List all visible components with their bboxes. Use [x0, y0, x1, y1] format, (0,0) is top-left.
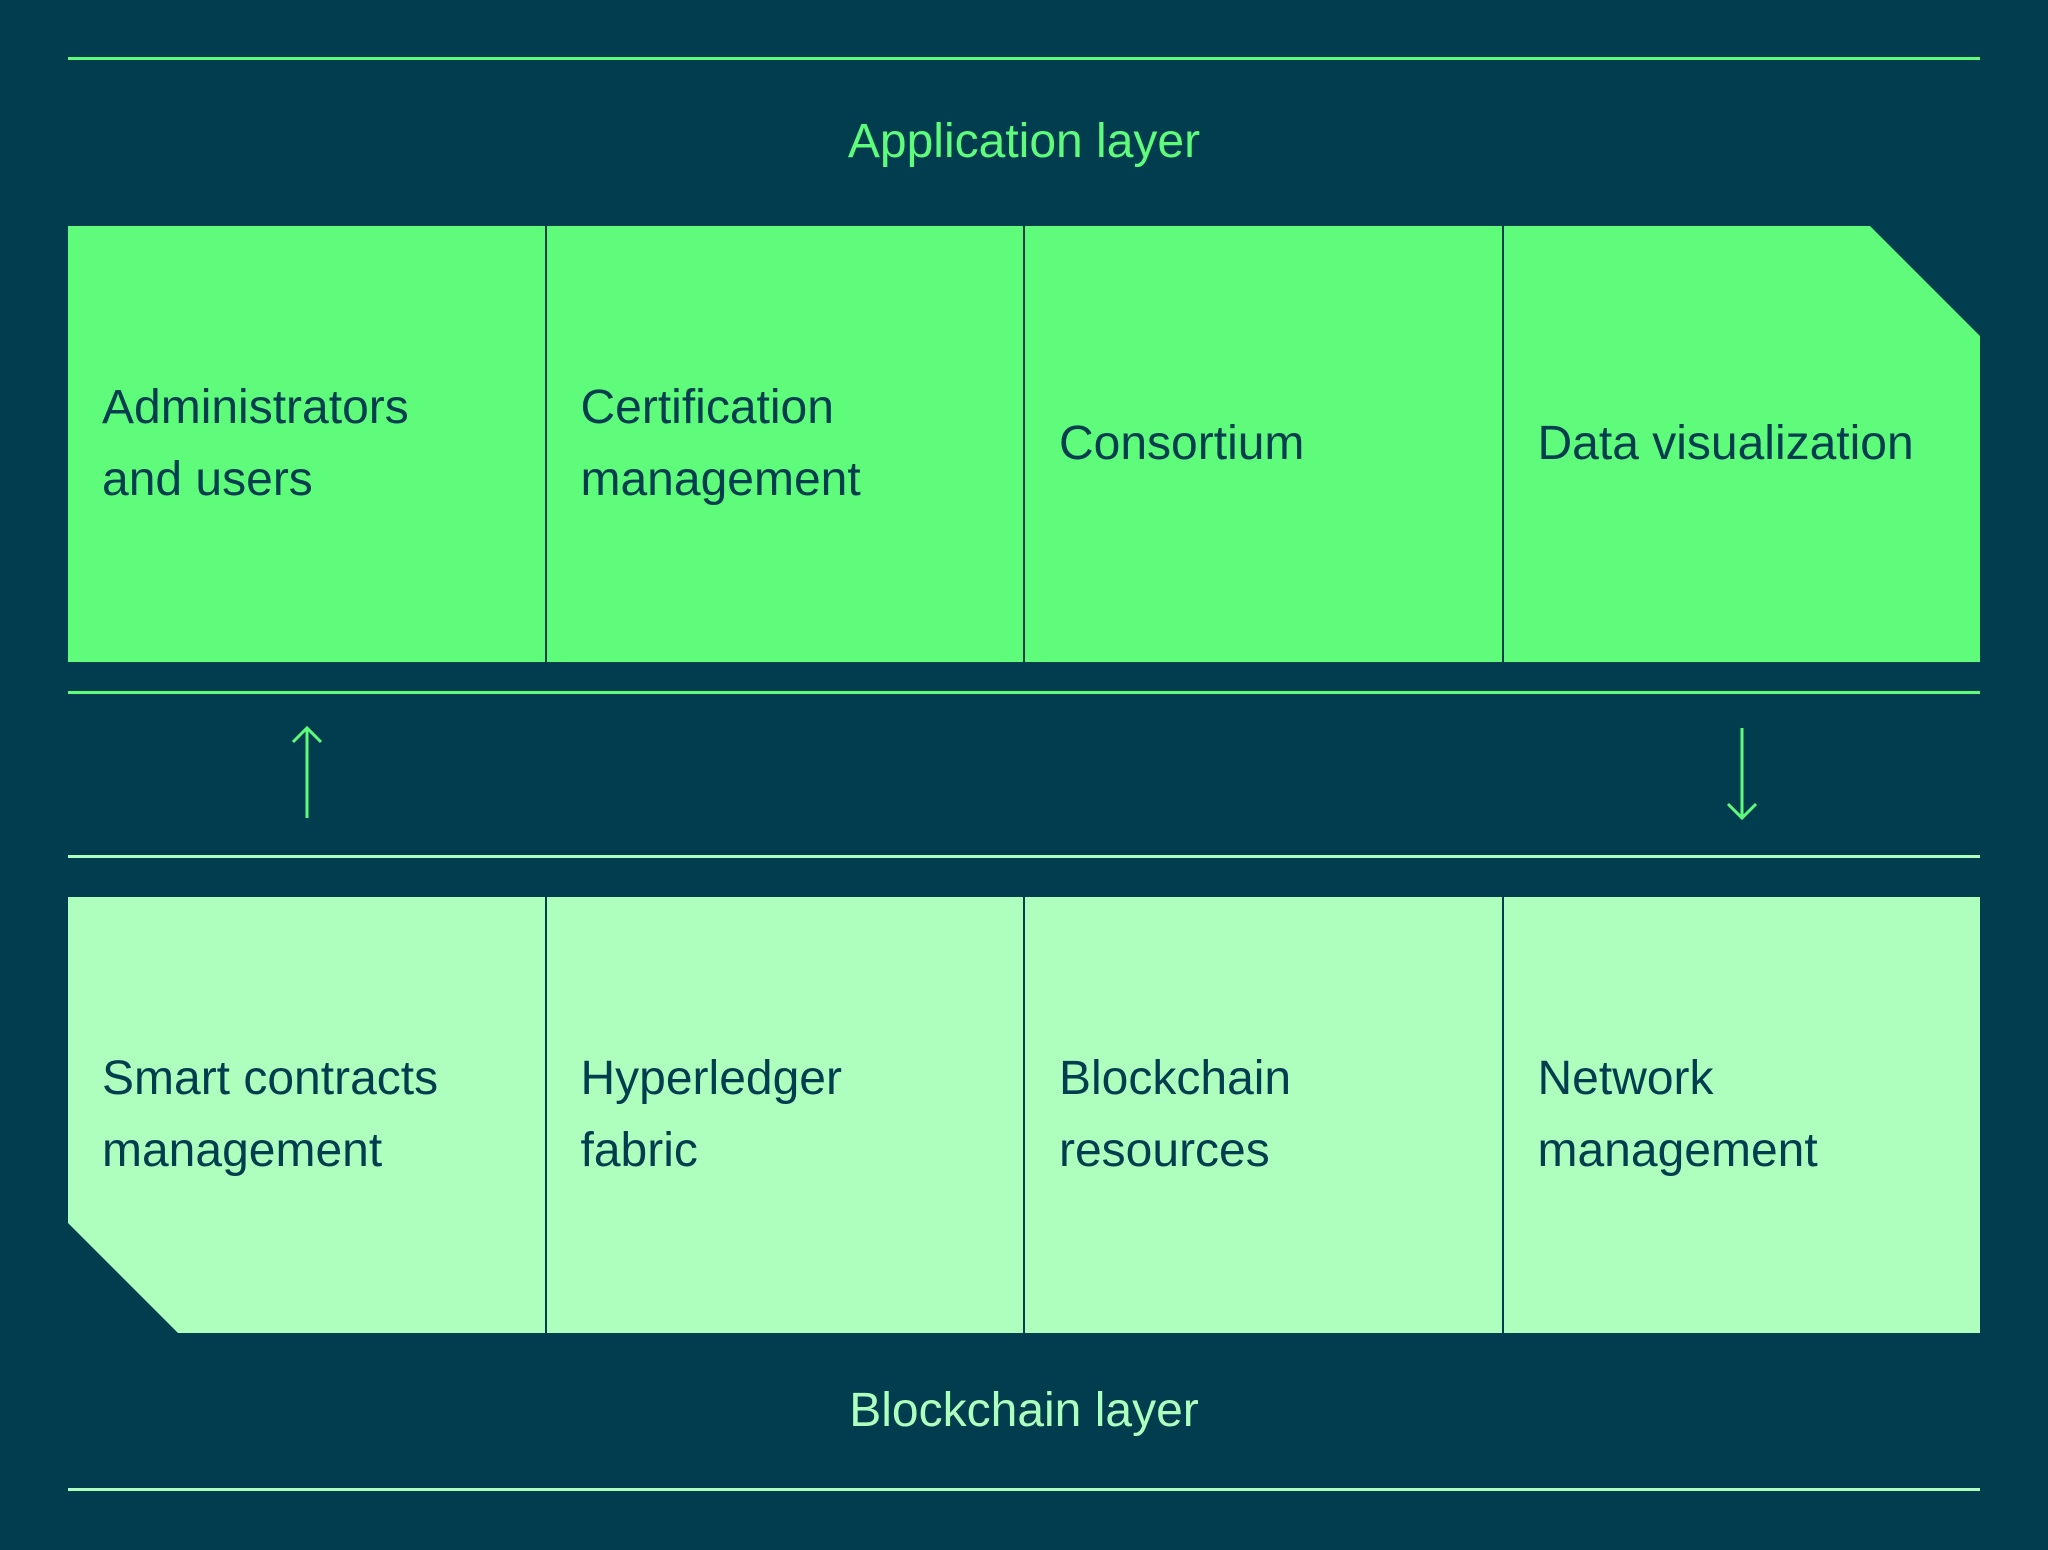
module-consortium: Consortium [1023, 226, 1502, 662]
module-data-visualization: Data visualization [1501, 226, 1981, 662]
bottom-divider-line [68, 1488, 1980, 1491]
module-network-management: Network management [1501, 897, 1981, 1333]
module-administrators-and-users: Administrators and users [68, 226, 545, 662]
module-label: Data visualization [1537, 417, 1914, 470]
module-smart-contracts-management: Smart contracts management [68, 897, 545, 1333]
arrow-down-icon [1726, 728, 1758, 821]
middle-divider-line-lower [68, 855, 1980, 858]
module-certification-management: Certification management [544, 226, 1024, 662]
module-label: Hyperledger fabric [580, 1052, 842, 1177]
middle-divider-line-upper [68, 691, 1980, 694]
module-label: Network management [1537, 1052, 1818, 1177]
top-divider-line [68, 57, 1980, 60]
module-blockchain-resources: Blockchain resources [1023, 897, 1502, 1333]
blockchain-layer-title: Blockchain layer [849, 1384, 1199, 1437]
module-label: Consortium [1059, 417, 1305, 470]
application-layer-band: Administrators and users Certification m… [68, 226, 1980, 662]
module-hyperledger-fabric: Hyperledger fabric [544, 897, 1024, 1333]
module-label: Blockchain resources [1059, 1052, 1292, 1177]
application-layer-title: Application layer [847, 115, 1201, 168]
module-label: Administrators and users [102, 381, 409, 506]
module-label: Certification management [580, 381, 861, 506]
arrow-up-icon [291, 725, 323, 818]
module-label: Smart contracts management [102, 1052, 439, 1177]
blockchain-layer-band: Smart contracts management Hyperledger f… [68, 897, 1980, 1333]
